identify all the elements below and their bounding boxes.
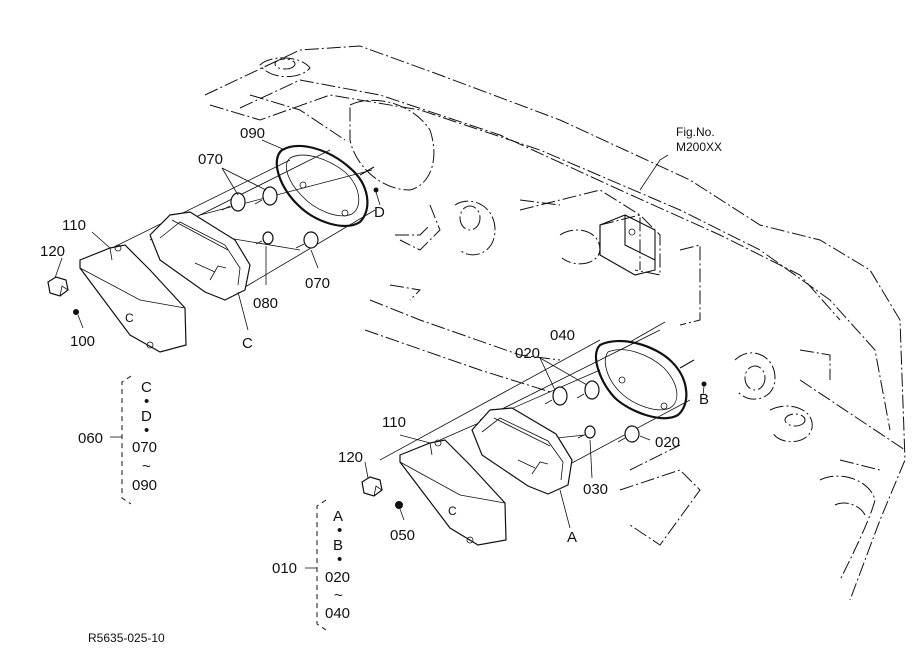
label-C-left: C — [242, 335, 253, 352]
right-screw-050 — [395, 501, 403, 509]
group-060-sep: • — [144, 393, 149, 410]
right-bulb-middle — [576, 380, 600, 400]
right-lamp-housing — [471, 407, 573, 495]
left-lamp-housing — [149, 211, 251, 301]
label-120-right: 120 — [338, 449, 363, 466]
left-plate-mark: C — [125, 311, 134, 325]
left-bulb-middle — [254, 186, 278, 206]
callout-labels: 090 070 110 120 100 080 070 C D 040 020 … — [40, 125, 709, 546]
label-B: B — [699, 391, 709, 408]
right-lens-gasket — [595, 339, 688, 420]
group-060-list: 060 C • D • 070 ~ 090 — [78, 379, 157, 494]
group-060-item: 070 — [132, 439, 157, 456]
group-010-label: 010 — [272, 560, 297, 577]
group-010-range: ~ — [334, 587, 343, 604]
label-030: 030 — [583, 481, 608, 498]
group-010-list: 010 A • B • 020 ~ 040 — [272, 508, 350, 622]
right-lamp-assembly: C — [361, 339, 707, 546]
leader-lines — [54, 139, 705, 529]
group-060-range: ~ — [142, 458, 151, 475]
right-plate-mark: C — [448, 504, 457, 518]
label-040: 040 — [550, 327, 575, 344]
reference-code: R5635-025-10 — [88, 631, 165, 645]
mounting-bracket — [599, 214, 656, 276]
label-A: A — [567, 529, 577, 546]
figure-reference: Fig.No. M200XX R5635-025-10 — [88, 125, 722, 645]
group-060-bracket — [110, 375, 132, 505]
label-070-right: 070 — [305, 275, 330, 292]
left-bulb-070-right — [295, 231, 319, 249]
group-010-item: A — [333, 508, 343, 525]
right-mount-plate — [399, 439, 507, 546]
left-nut-120 — [47, 276, 69, 297]
label-110-left: 110 — [62, 217, 86, 234]
left-lens-gasket — [275, 145, 369, 227]
group-010-item: B — [333, 537, 343, 554]
group-060-sep: • — [144, 422, 149, 439]
group-010-sep: • — [337, 522, 342, 539]
label-050: 050 — [390, 527, 415, 544]
group-060-label: 060 — [78, 430, 103, 447]
right-bulb-small-030 — [577, 425, 596, 439]
group-010-item: 040 — [325, 605, 350, 622]
group-060-item: 090 — [132, 477, 157, 494]
label-020-right: 020 — [655, 434, 680, 451]
right-bulb-020-right — [617, 425, 640, 443]
left-bulb-small-080 — [255, 231, 274, 245]
left-mount-plate — [79, 244, 187, 353]
label-070-top: 070 — [198, 151, 223, 168]
label-100: 100 — [70, 333, 95, 350]
label-090: 090 — [240, 125, 265, 142]
group-010-bracket — [305, 499, 327, 631]
right-bulb-upper — [544, 386, 568, 406]
fig-no-label: Fig.No. — [676, 125, 715, 139]
label-120-left: 120 — [40, 243, 65, 260]
label-080: 080 — [253, 295, 278, 312]
group-060-item: D — [141, 408, 152, 425]
fig-no-value: M200XX — [676, 140, 722, 154]
label-110-right: 110 — [382, 414, 406, 431]
left-screw-100 — [73, 309, 79, 315]
left-lamp-assembly: C — [47, 145, 379, 353]
label-D: D — [374, 204, 385, 221]
group-060-item: C — [141, 379, 152, 396]
machine-body-outline — [204, 45, 906, 601]
group-010-item: 020 — [325, 569, 350, 586]
label-020-top: 020 — [515, 345, 540, 362]
left-bulb-upper — [221, 192, 246, 212]
right-nut-120 — [361, 476, 383, 497]
group-010-sep: • — [337, 551, 342, 568]
